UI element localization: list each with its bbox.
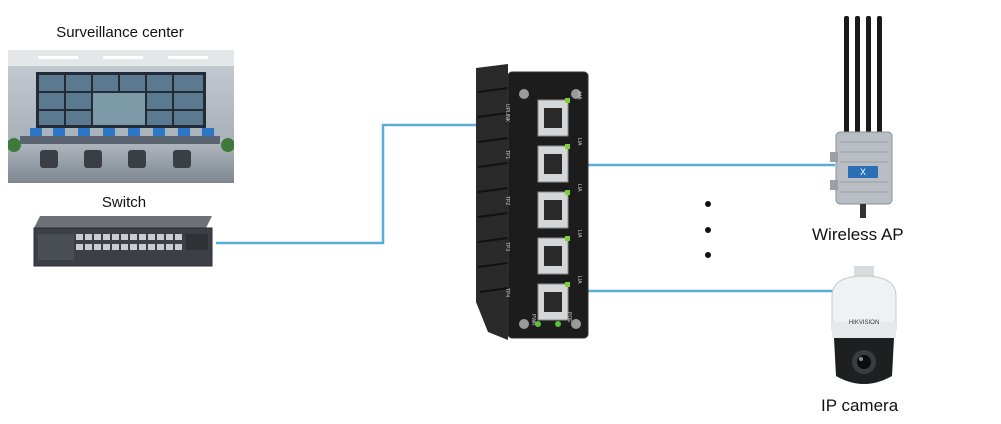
- port-label-left-0: UPLINK: [504, 104, 510, 123]
- ip-camera-label: IP camera: [821, 396, 899, 415]
- surveillance-center-label: Surveillance center: [56, 24, 184, 41]
- ip-camera-image: HIKVISION: [826, 266, 902, 392]
- device-bottom-label-left: PWR: [530, 314, 536, 326]
- switch-image: [28, 214, 218, 270]
- wireless-ap-label: Wireless AP: [812, 225, 904, 244]
- port-label-left-4: TP4: [504, 288, 510, 298]
- camera-brand-text: HIKVISION: [848, 320, 880, 326]
- ap-badge: X: [859, 167, 866, 177]
- port-label-right-2: LIA: [576, 184, 582, 192]
- switch-label: Switch: [101, 194, 147, 211]
- ellipsis-dot-2: [705, 227, 711, 233]
- ellipsis-dot-1: [705, 201, 711, 207]
- port-label-right-1: LIA: [576, 138, 582, 146]
- port-label-left-3: TP3: [504, 242, 510, 252]
- port-labels: [516, 108, 536, 338]
- wireless-ap-image: X: [826, 12, 898, 222]
- port-label-left-1: TP1: [504, 150, 510, 160]
- switch-to-uplink-link: [216, 123, 540, 245]
- port-label-right-0: LIA: [576, 92, 582, 100]
- poe-switch-device: [468, 62, 592, 342]
- device-bottom-label-right: POE: [566, 312, 572, 323]
- port-label-right-4: LIA: [576, 276, 582, 284]
- port-label-right-3: LIA: [576, 230, 582, 238]
- port-label-left-2: TP2: [504, 196, 510, 206]
- surveillance-center-image: [8, 50, 234, 183]
- ellipsis-dot-3: [705, 252, 711, 258]
